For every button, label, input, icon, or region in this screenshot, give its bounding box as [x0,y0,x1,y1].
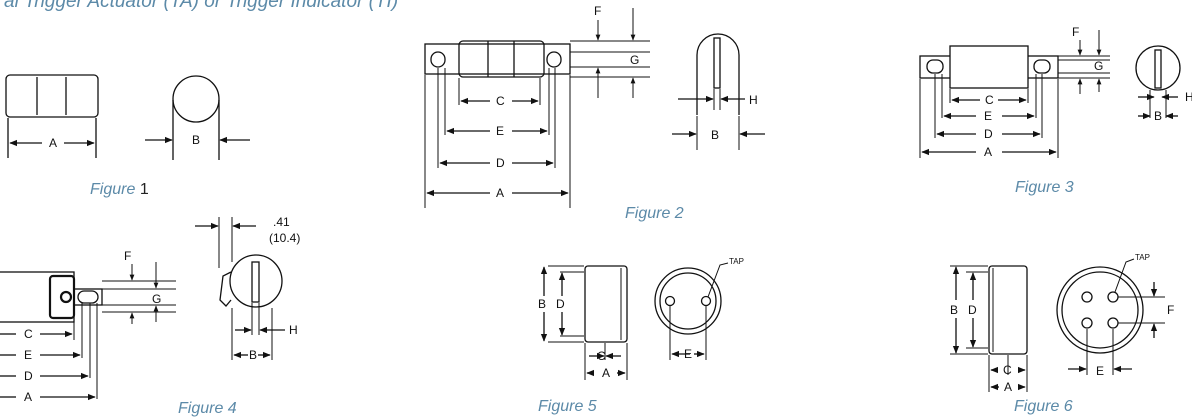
figure-4-label-e: E [24,348,32,362]
figure-6-label-e: E [1096,364,1104,378]
figure-3-fuse-body [919,45,1059,89]
figure-3-label-g: G [1094,59,1103,73]
figure-4-label-a: A [24,390,32,404]
figure-2-drawing [424,8,765,208]
figure-3-label-b: B [1154,109,1162,123]
figure-5-label-a: A [602,366,610,380]
figure-4-dim-f-g [102,262,176,324]
figure-1-caption: Figure 1 [90,181,149,199]
figure-4-caption: Figure 4 [178,400,237,417]
figure-5-label-e: E [684,347,692,361]
figure-4-label-b: B [249,348,257,362]
figure-2-fuse-body [424,40,571,78]
figure-1-drawing [5,74,250,160]
figure-5-label-c: C [597,349,606,363]
figure-6-label-f: F [1167,303,1174,317]
figure-4-label-f: F [124,249,131,263]
figure-2-label-c: C [496,94,505,108]
figure-3-label-e: E [984,109,992,123]
figure-2-label-e: E [496,124,504,138]
figure-2-dims [426,97,569,197]
figure-6-label-a: A [1004,380,1012,394]
figure-2-label-h: H [749,93,758,107]
figure-6-end-view [1056,258,1165,375]
figure-2-label-f: F [594,4,601,18]
figure-4-drawing [0,217,285,401]
figure-3-label-h: H [1185,90,1192,104]
figure-3-end-view [1135,45,1181,120]
figure-6-label-b: B [950,303,958,317]
figure-5-label-b: B [538,297,546,311]
figure-2-dim-f-g [570,8,650,98]
figure-3-label-d: D [984,127,993,141]
figure-5-end-view [654,262,729,360]
figure-5-drawing [540,262,729,380]
figure-4-label-c: C [24,327,33,341]
figure-6-label-d: D [968,303,977,317]
figure-3-extension-lines [919,74,1059,158]
figure-1-dim-a [7,118,97,158]
figure-3-dims [921,96,1057,156]
figure-5-caption: Figure 5 [538,398,597,415]
figure-1-fuse-body [5,74,99,118]
figure-2-extension-lines [424,68,571,208]
figure-3-drawing [919,30,1181,158]
figure-3-label-a: A [984,145,992,159]
figure-6-drawing [950,258,1165,392]
figure-3-label-c: C [985,93,994,107]
figure-4-end-view [195,217,285,360]
figure-4-label-d: D [24,369,33,383]
figure-2-label-d: D [496,156,505,170]
figure-1-label-a: A [49,136,57,150]
figure-4-fuse-body [0,271,103,323]
figure-4-dim-mm: (10.4) [269,231,300,245]
figure-5-label-d: D [556,297,565,311]
figure-4-dim-inches: .41 [273,215,290,229]
section-header: al Trigger Actuator (TA) or Trigger Indi… [4,0,399,12]
figure-1-caption-text: Figure [90,181,136,198]
figure-5-label-tap: TAP [729,257,744,266]
figure-1-label-b: B [192,133,200,147]
figure-5-side-view [540,265,628,380]
figure-2-caption: Figure 2 [625,205,684,222]
figure-4-dims [0,330,96,401]
figure-6-label-tap: TAP [1135,253,1150,262]
figure-3-caption: Figure 3 [1015,179,1074,196]
figure-3-label-f: F [1072,25,1079,39]
figure-2-end-view [672,33,765,150]
figure-6-side-view [950,265,1028,392]
figure-1-end-view [145,75,250,160]
figure-6-label-c: C [1003,363,1012,377]
figure-2-label-a: A [496,186,504,200]
figure-4-label-g: G [152,292,161,306]
figure-1-caption-number: 1 [139,181,149,198]
figure-3-dim-f-g [1058,30,1110,94]
figure-6-caption: Figure 6 [1014,398,1073,415]
figure-2-label-b: B [711,128,719,142]
figure-4-label-h: H [289,323,298,337]
figure-4-extension-lines [73,303,98,399]
figure-2-label-g: G [630,53,639,67]
